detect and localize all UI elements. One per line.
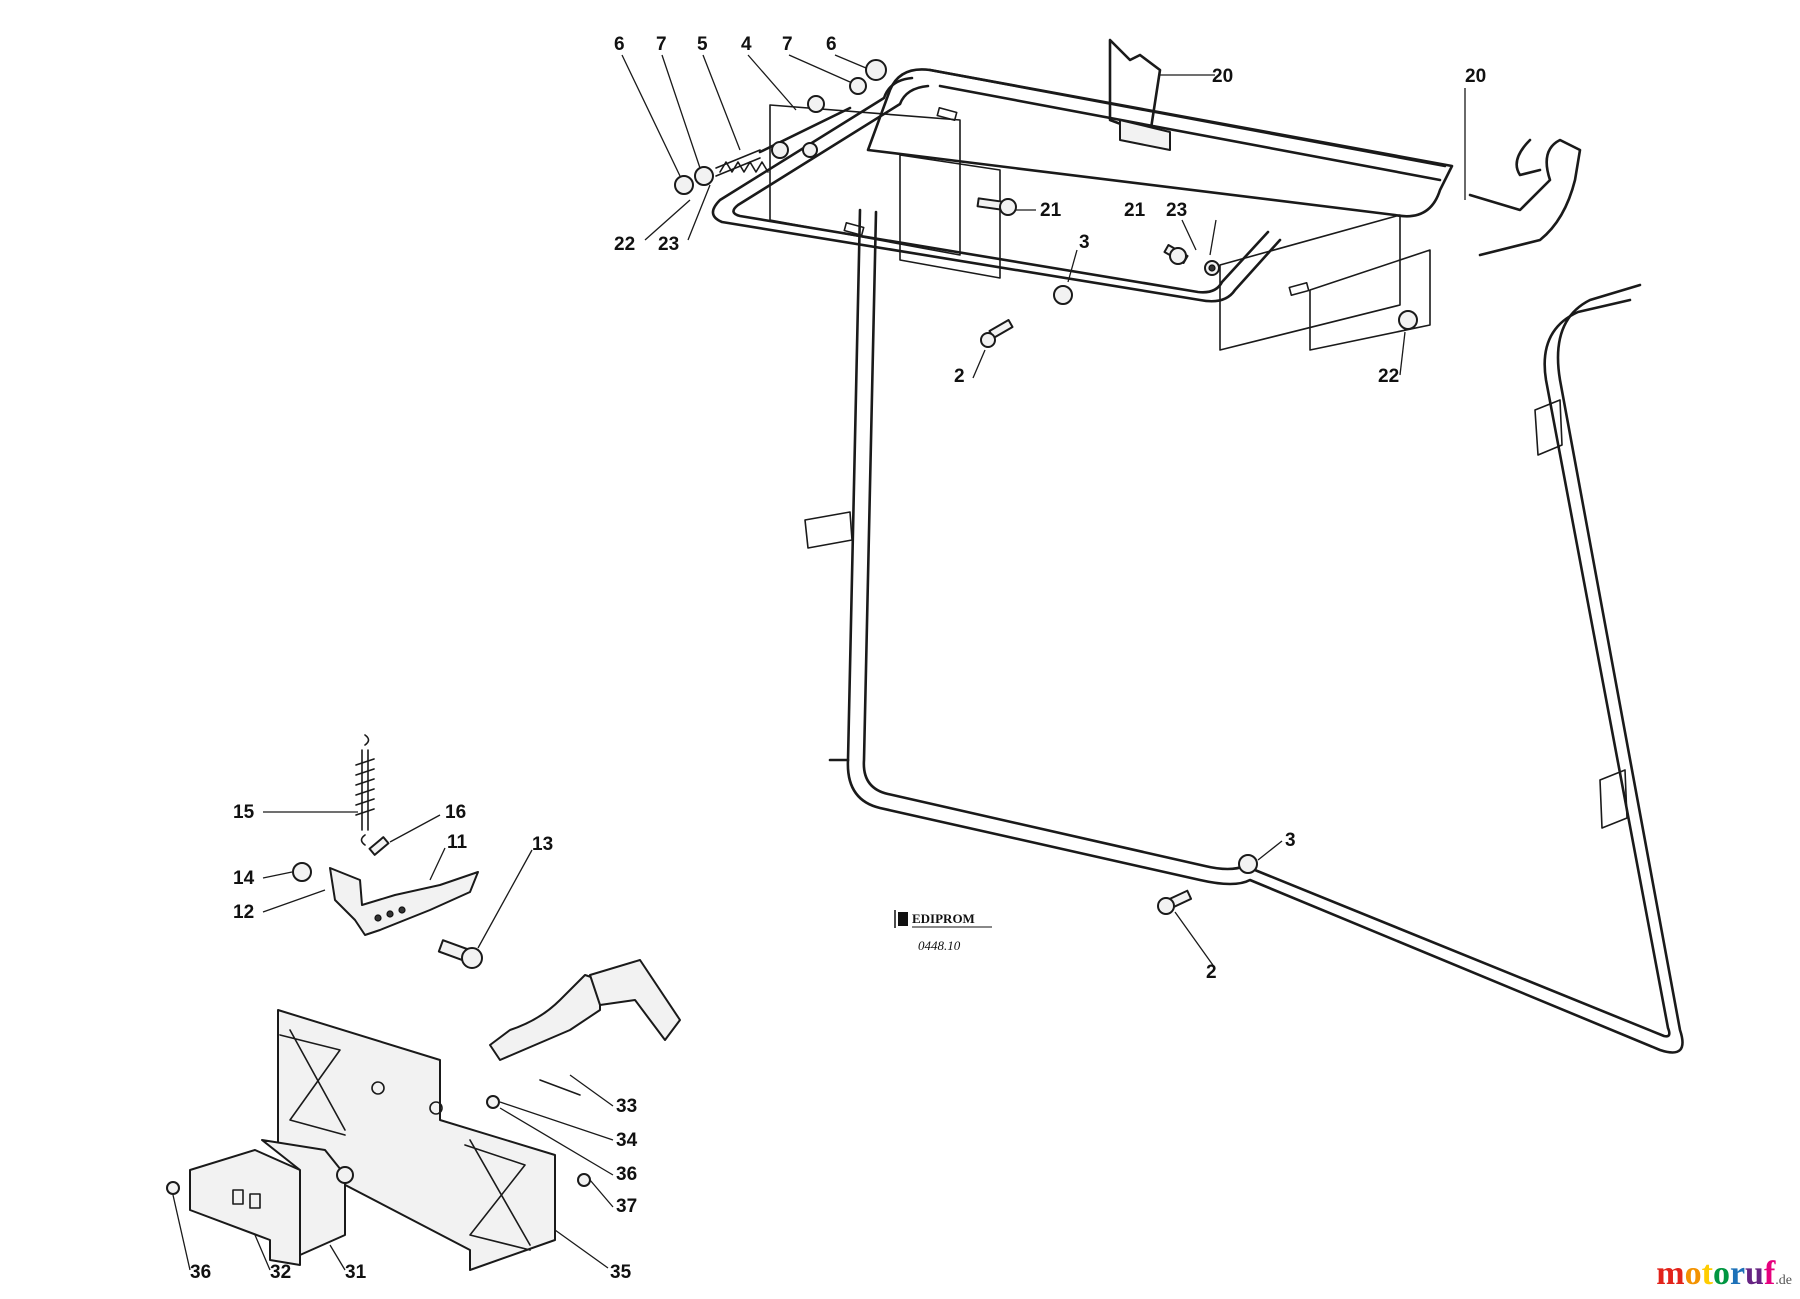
callout-33: 33 [616,1096,637,1117]
nut-3a [1053,285,1073,305]
callout-36a: 36 [616,1164,637,1185]
callout-6b: 6 [826,34,837,55]
callout-7b: 7 [782,34,793,55]
callout-34: 34 [616,1130,638,1151]
callout-11: 11 [447,832,468,853]
callout-22a: 22 [614,234,635,255]
wm-letter: m [1656,1255,1685,1292]
adjuster-assembly [674,59,887,195]
callout-23a: 23 [658,234,679,255]
bolt-2b [1157,889,1193,915]
callout-14: 14 [233,868,255,889]
wm-letter: r [1729,1255,1746,1292]
wm-letter: o [1712,1255,1730,1292]
callout-37: 37 [616,1196,637,1217]
callout-6a: 6 [614,34,625,55]
callouts: 6 7 5 4 7 6 20 20 22 23 21 21 23 3 2 22 … [190,34,1486,1283]
callout-5: 5 [697,34,708,55]
leader-lines [172,54,1466,1271]
logo-brand: EDIPROM [912,911,975,926]
wm-suffix: .de [1775,1273,1792,1288]
bolt-21b [1163,244,1220,276]
callout-21b: 21 [1124,200,1146,221]
callout-36b: 36 [190,1262,211,1283]
callout-35: 35 [610,1262,632,1283]
callout-20a: 20 [1212,66,1233,87]
holder-assembly [166,959,681,1271]
callout-22b: 22 [1378,366,1399,387]
bolt-2a [980,319,1014,348]
callout-20b: 20 [1465,66,1486,87]
callout-2a: 2 [954,366,965,387]
nut-3b [1238,854,1258,874]
callout-13: 13 [532,834,553,855]
callout-3b: 3 [1285,830,1296,851]
wm-letter: t [1701,1255,1713,1292]
bolt-21a [976,197,1017,216]
nut-22b [1398,310,1418,330]
wm-letter: o [1684,1255,1702,1292]
wm-letter: f [1763,1255,1776,1292]
callout-32: 32 [270,1262,291,1283]
wm-letter: u [1745,1255,1764,1292]
callout-7a: 7 [656,34,667,55]
logo-reference: 0448.10 [918,938,961,953]
frame-assembly [711,38,1684,1054]
motoruf-watermark: motoruf.de [1656,1255,1792,1293]
callout-4: 4 [741,34,752,55]
ediprom-logo: EDIPROM 0448.10 [894,910,992,953]
callout-12: 12 [233,902,254,923]
callout-21a: 21 [1040,200,1062,221]
callout-15: 15 [233,802,255,823]
callout-23b: 23 [1166,200,1187,221]
callout-31: 31 [345,1262,367,1283]
callout-2b: 2 [1206,962,1217,983]
callout-16: 16 [445,802,466,823]
lever-assembly [292,734,483,969]
callout-3a: 3 [1079,232,1090,253]
